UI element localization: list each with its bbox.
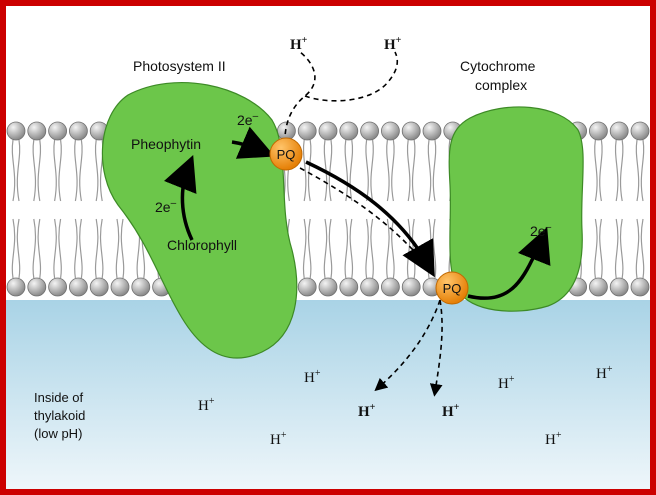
inside-thylakoid-label-line3: (low pH) xyxy=(34,426,82,441)
proton-lumen-4: H+ xyxy=(498,374,515,392)
lipid-head-upper xyxy=(6,121,26,141)
lipid-tail-upper xyxy=(323,139,333,202)
lipid-head-lower xyxy=(89,277,109,297)
electron-label-psii-internal: 2e– xyxy=(155,198,177,215)
lipid-tail-lower xyxy=(94,218,104,279)
lipid-head-lower xyxy=(609,277,629,297)
lipid-head-lower xyxy=(110,277,130,297)
pq-label-upper: PQ xyxy=(277,147,296,162)
lipid-tail-lower xyxy=(302,218,312,279)
lipid-head-lower xyxy=(318,277,338,297)
lipid-head-lower xyxy=(297,277,317,297)
lipid-tail-upper xyxy=(11,139,21,202)
lipid-head-upper xyxy=(401,121,421,141)
proton-release-left xyxy=(374,299,441,392)
proton-lumen-6: H+ xyxy=(545,430,562,448)
photosystem-ii-label: Photosystem II xyxy=(133,58,226,74)
thylakoid-lumen xyxy=(6,300,650,489)
chlorophyll-label: Chlorophyll xyxy=(167,237,237,253)
lipid-head-lower xyxy=(6,277,26,297)
electron-label-psii-top: 2e– xyxy=(237,111,259,128)
lipid-tail-lower xyxy=(614,218,624,279)
lipid-head-upper xyxy=(297,121,317,141)
lipid-tail-upper xyxy=(365,139,374,202)
proton-path-top xyxy=(284,51,316,153)
proton-lumen-5: H+ xyxy=(596,364,613,382)
proton-path-top-right xyxy=(304,51,399,102)
lipid-head-upper xyxy=(589,121,608,141)
lipid-head-lower xyxy=(630,277,650,297)
pq-label-lower: PQ xyxy=(443,281,462,296)
cytochrome-label-line1: Cytochrome xyxy=(460,58,536,74)
lipid-tail-lower xyxy=(32,218,42,279)
lipid-head-upper xyxy=(339,121,359,141)
lipid-head-lower xyxy=(589,277,608,297)
lipid-head-upper xyxy=(630,121,650,141)
inside-thylakoid-label-line1: Inside of xyxy=(34,390,84,405)
lipid-tail-upper xyxy=(614,139,624,202)
pq-carrier-lower: PQ xyxy=(435,271,469,305)
proton-lumen-3: H+ xyxy=(270,430,287,448)
lipid-tail-upper xyxy=(302,139,312,202)
lipid-head-lower xyxy=(339,277,359,297)
lipid-tail-upper xyxy=(344,139,354,202)
lipid-tail-upper xyxy=(386,139,395,202)
lipid-tail-upper xyxy=(635,139,645,202)
lipid-head-upper xyxy=(48,121,67,141)
lipid-head-lower xyxy=(131,277,151,297)
pq-transfer-dashed xyxy=(299,167,431,271)
lipid-head-lower xyxy=(48,277,67,297)
proton-release-right xyxy=(429,299,443,397)
lipid-head-lower xyxy=(401,277,421,297)
proton-outside-1: H+ xyxy=(290,35,308,53)
lipid-head-lower xyxy=(27,277,47,297)
electron-label-cytochrome: 2e– xyxy=(530,222,552,239)
lipid-tail-lower xyxy=(53,218,62,279)
lipid-tail-lower xyxy=(323,218,333,279)
lipid-head-upper xyxy=(360,121,380,141)
lipid-head-lower xyxy=(360,277,380,297)
proton-outside-2: H+ xyxy=(384,35,402,53)
lipid-head-upper xyxy=(318,121,338,141)
pheophytin-label: Pheophytin xyxy=(131,136,201,152)
lipid-head-lower xyxy=(69,277,88,297)
lipid-tail-upper xyxy=(427,139,437,202)
lipid-tail-lower xyxy=(365,218,374,279)
lipid-tail-upper xyxy=(406,139,416,202)
lipid-head-upper xyxy=(422,121,442,141)
lipid-head-upper xyxy=(27,121,47,141)
cytochrome-complex-protein xyxy=(448,106,584,312)
lipid-head-lower xyxy=(380,277,400,297)
lipid-head-upper xyxy=(380,121,400,141)
lipid-tail-upper xyxy=(94,139,104,202)
lipid-tail-lower xyxy=(594,218,603,279)
proton-released-2: H+ xyxy=(442,402,460,420)
lipid-tail-lower xyxy=(635,218,645,279)
lipid-tail-upper xyxy=(53,139,62,202)
cytochrome-label-line2: complex xyxy=(475,77,527,93)
proton-released-1: H+ xyxy=(358,402,376,420)
lipid-head-upper xyxy=(69,121,88,141)
lipid-tail-lower xyxy=(386,218,395,279)
lipid-tail-upper xyxy=(594,139,603,202)
lipid-tail-lower xyxy=(74,218,83,279)
lipid-tail-lower xyxy=(344,218,354,279)
lipid-tail-lower xyxy=(115,218,125,279)
electron-arrow-pq-to-pq xyxy=(305,160,435,278)
electron-arrow-chlorophyll-to-pheophytin xyxy=(163,154,197,241)
proton-lumen-2: H+ xyxy=(198,396,215,414)
lipid-tail-upper xyxy=(32,139,42,202)
inside-thylakoid-label-line2: thylakoid xyxy=(34,408,85,423)
lipid-tail-upper xyxy=(74,139,83,202)
electron-arrow-pheophytin-to-pq xyxy=(231,126,275,159)
electron-arrow-pq-to-cytochrome xyxy=(467,227,551,300)
proton-lumen-1: H+ xyxy=(304,368,321,386)
lipid-tail-lower xyxy=(11,218,21,279)
pq-carrier-upper: PQ xyxy=(269,137,303,171)
lipid-head-upper xyxy=(609,121,629,141)
